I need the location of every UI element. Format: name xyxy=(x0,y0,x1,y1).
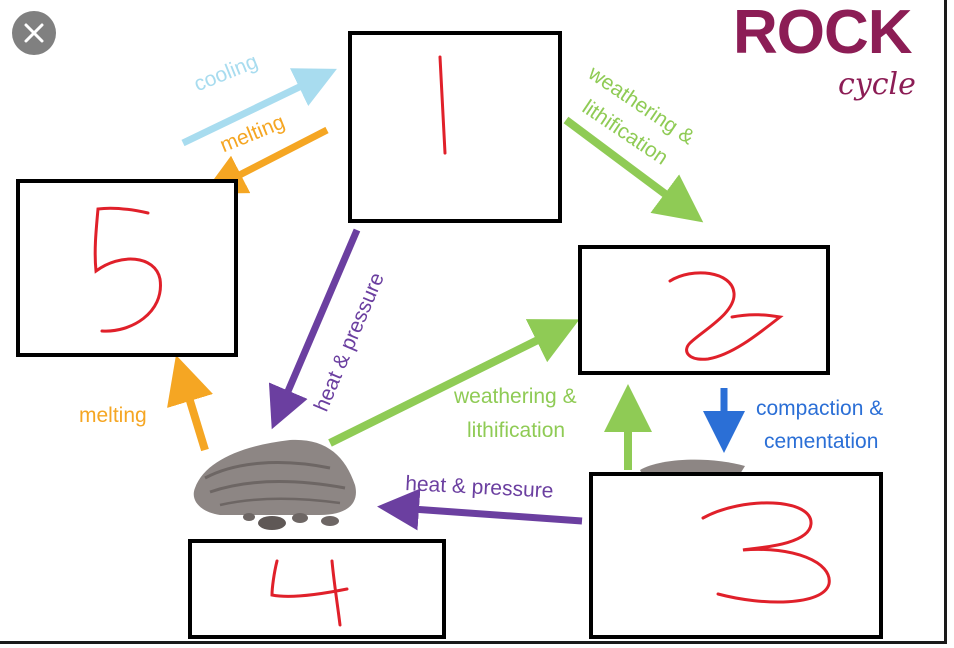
arrow-heat-pressure-diag xyxy=(268,228,361,430)
arrow-weathering-top xyxy=(563,116,704,223)
arrow-melting-left xyxy=(167,355,213,452)
handwritten-number-4 xyxy=(270,559,349,627)
diagram-title: ROCK xyxy=(733,0,913,67)
arrow-weathering-mid xyxy=(328,319,580,447)
close-icon xyxy=(24,23,44,43)
rock-illustration xyxy=(193,439,356,530)
label-lithification-mid: lithification xyxy=(467,419,566,442)
handwritten-number-5 xyxy=(93,206,162,333)
rock-sedimentary-peek xyxy=(640,459,745,474)
answer-box-4[interactable] xyxy=(188,539,446,639)
label-compaction: compaction & xyxy=(756,397,884,420)
answer-box-5[interactable] xyxy=(16,179,238,357)
answer-box-1[interactable] xyxy=(348,31,562,223)
label-cementation: cementation xyxy=(764,430,879,453)
answer-box-2[interactable] xyxy=(578,245,830,375)
label-weathering-mid: weathering & xyxy=(454,385,577,408)
handwritten-number-2 xyxy=(668,271,784,361)
close-button[interactable] xyxy=(12,11,56,55)
frame-bottom-border xyxy=(0,641,947,644)
frame-right-border xyxy=(944,0,947,643)
label-melting-left: melting xyxy=(79,404,147,427)
handwritten-number-1 xyxy=(438,55,447,155)
diagram-subtitle: cycle xyxy=(838,67,916,102)
answer-box-3[interactable] xyxy=(589,472,883,639)
arrow-melting-top xyxy=(203,126,329,194)
arrow-heat-pressure-bottom xyxy=(377,488,583,531)
handwritten-number-3 xyxy=(701,501,831,604)
arrow-cooling xyxy=(181,68,337,147)
